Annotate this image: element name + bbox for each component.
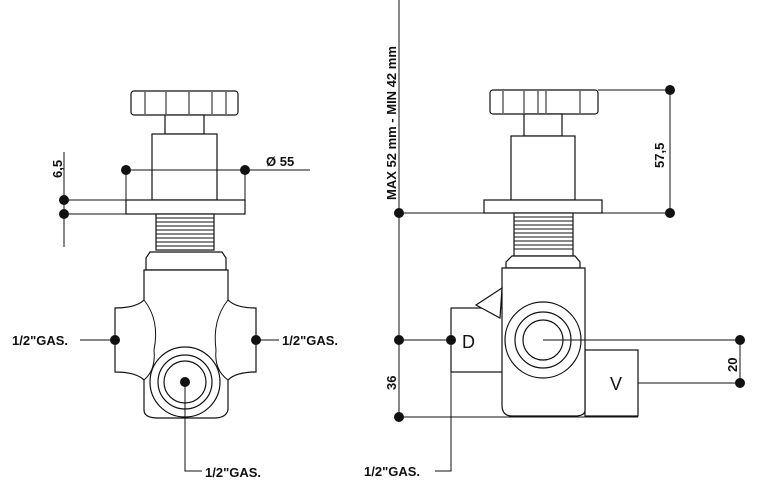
dim-diameter-label: Ø 55 — [266, 154, 294, 169]
dim-knob-height: 57,5 — [598, 85, 675, 218]
dim-diameter: Ø 55 — [121, 154, 310, 200]
front-stem — [164, 114, 205, 135]
side-knob — [489, 89, 599, 115]
dim-wall-range: MAX 52 mm - MIN 42 mm — [384, 0, 670, 417]
front-view: 6,5 Ø 55 1/2"GAS. 1/2"GAS. 1/2"GAS. — [12, 90, 338, 480]
dim-wall-range-label: MAX 52 mm - MIN 42 mm — [384, 46, 399, 200]
front-flange — [125, 199, 246, 215]
label-v: V — [610, 374, 622, 394]
port-right-callout: 1/2"GAS. — [251, 333, 338, 348]
dim-flange-thickness: 6,5 — [50, 152, 126, 247]
dim-port-offset-label: 20 — [725, 358, 740, 372]
front-cap — [151, 133, 218, 201]
side-port-left — [450, 307, 504, 373]
side-stem — [523, 113, 563, 137]
front-knob — [130, 90, 239, 116]
port-bottom-callout: 1/2"GAS. — [180, 377, 261, 480]
side-thread — [513, 212, 574, 257]
side-port-label: 1/2"GAS. — [364, 464, 420, 479]
port-left-callout: 1/2"GAS. — [12, 333, 120, 348]
dim-port-offset: 20 — [543, 335, 745, 388]
side-flange — [483, 199, 603, 214]
port-bottom-label: 1/2"GAS. — [205, 465, 261, 480]
side-port-callout: 1/2"GAS. — [364, 340, 452, 479]
dim-knob-height-label: 57,5 — [652, 143, 667, 168]
side-collar — [505, 255, 581, 269]
front-thread — [155, 213, 215, 251]
dim-body-height: 36 — [384, 335, 638, 422]
dim-flange-thickness-label: 6,5 — [50, 160, 65, 178]
dim-body-height-label: 36 — [384, 376, 399, 390]
side-port-right — [584, 349, 639, 417]
front-collar — [145, 251, 227, 271]
label-d: D — [462, 332, 475, 352]
side-view: D V MAX 52 mm - MIN 42 mm 57,5 36 20 1/2… — [364, 0, 745, 479]
side-cap — [510, 135, 576, 201]
port-left-label: 1/2"GAS. — [12, 333, 68, 348]
port-right-label: 1/2"GAS. — [282, 333, 338, 348]
